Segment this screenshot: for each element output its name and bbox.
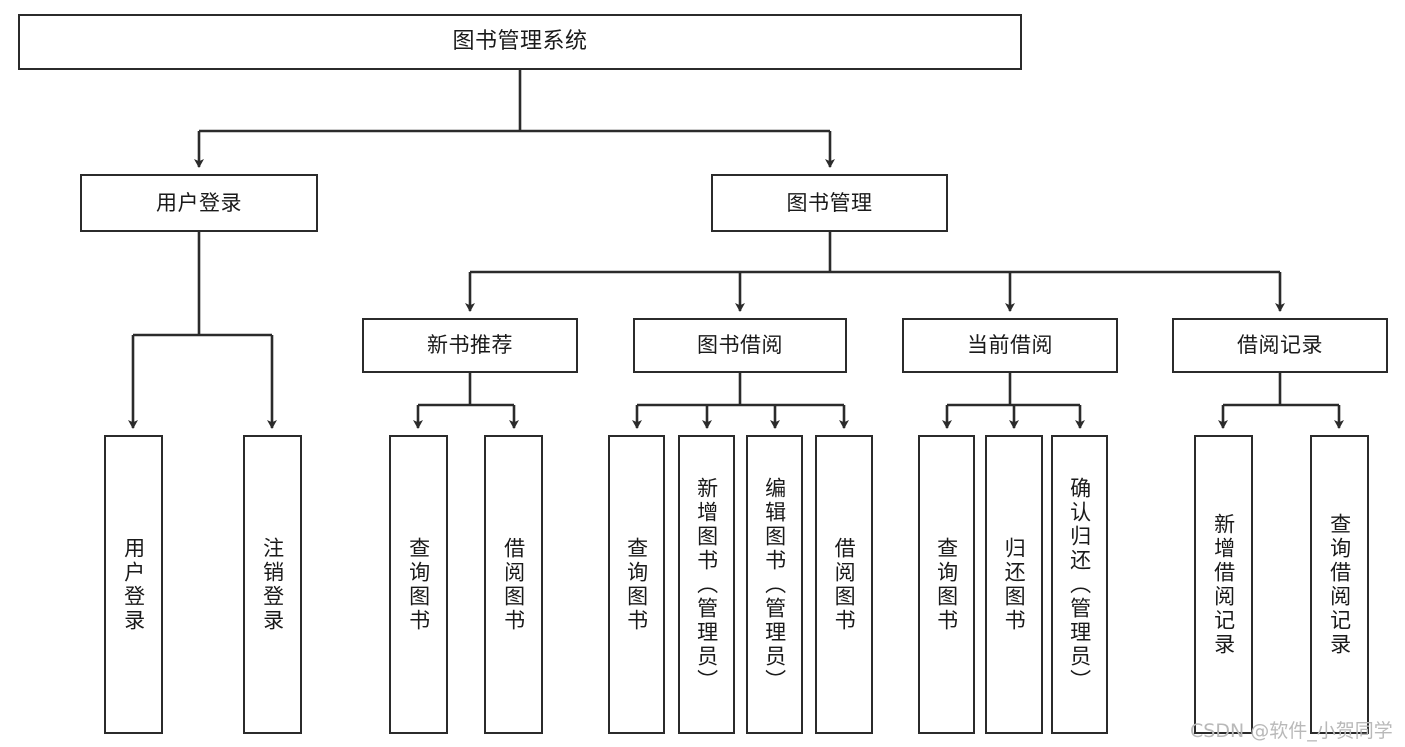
node-label: 查询图书 xyxy=(934,536,959,633)
node-label: 借阅图书 xyxy=(501,536,526,633)
node-new-book-recommend[interactable]: 新书推荐 xyxy=(362,318,578,373)
leaf-borrow-books-new[interactable]: 借阅图书 xyxy=(484,435,543,734)
node-label: 图书借阅 xyxy=(697,333,783,358)
node-label: 借阅记录 xyxy=(1237,333,1323,358)
leaf-confirm-return-admin[interactable]: 确认归还（管理员） xyxy=(1051,435,1108,734)
node-label: 注销登录 xyxy=(260,536,285,633)
node-current-borrow[interactable]: 当前借阅 xyxy=(902,318,1118,373)
edges-records-to-leaves xyxy=(1218,373,1344,429)
node-label: 查询图书 xyxy=(624,536,649,633)
edges-newbooks-to-leaves xyxy=(413,373,519,429)
node-label: 图书管理 xyxy=(786,190,873,215)
leaf-query-borrow-record[interactable]: 查询借阅记录 xyxy=(1310,435,1369,734)
node-label: 归还图书 xyxy=(1002,536,1027,633)
leaf-query-books-current[interactable]: 查询图书 xyxy=(918,435,975,734)
node-borrow-records[interactable]: 借阅记录 xyxy=(1172,318,1388,373)
node-label: 用户登录 xyxy=(156,190,242,215)
node-label: 当前借阅 xyxy=(967,333,1053,358)
leaf-add-borrow-record[interactable]: 新增借阅记录 xyxy=(1194,435,1253,734)
leaf-add-book-admin[interactable]: 新增图书（管理员） xyxy=(678,435,735,734)
leaf-query-books-new[interactable]: 查询图书 xyxy=(389,435,448,734)
node-label: 查询借阅记录 xyxy=(1327,512,1352,657)
edges-current-to-leaves xyxy=(942,373,1085,429)
node-label: 新增图书（管理员） xyxy=(694,476,719,693)
node-user-login[interactable]: 用户登录 xyxy=(80,174,318,232)
node-label: 查询图书 xyxy=(406,536,431,633)
edges-booksmgmt-to-level3 xyxy=(465,232,1285,312)
node-label: 用户登录 xyxy=(121,536,146,633)
leaf-return-book[interactable]: 归还图书 xyxy=(985,435,1043,734)
node-root-system[interactable]: 图书管理系统 xyxy=(18,14,1022,70)
node-book-management[interactable]: 图书管理 xyxy=(711,174,948,232)
watermark-csdn: CSDN @软件_小贺同学 xyxy=(1190,720,1393,742)
node-label: 图书管理系统 xyxy=(452,29,588,55)
node-book-borrow[interactable]: 图书借阅 xyxy=(633,318,847,373)
leaf-query-books-borrow[interactable]: 查询图书 xyxy=(608,435,665,734)
leaf-logout-login[interactable]: 注销登录 xyxy=(243,435,302,734)
node-label: 新书推荐 xyxy=(427,333,513,358)
edges-root-to-level2 xyxy=(194,70,835,168)
leaf-borrow-book[interactable]: 借阅图书 xyxy=(815,435,873,734)
node-label: 借阅图书 xyxy=(832,536,857,633)
leaf-edit-book-admin[interactable]: 编辑图书（管理员） xyxy=(746,435,803,734)
node-label: 确认归还（管理员） xyxy=(1067,476,1092,693)
node-label: 新增借阅记录 xyxy=(1211,512,1236,657)
node-label: 编辑图书（管理员） xyxy=(762,476,787,693)
leaf-user-login[interactable]: 用户登录 xyxy=(104,435,163,734)
edges-userlogin-to-leaves xyxy=(128,232,277,429)
edges-borrow-to-leaves xyxy=(632,373,849,429)
